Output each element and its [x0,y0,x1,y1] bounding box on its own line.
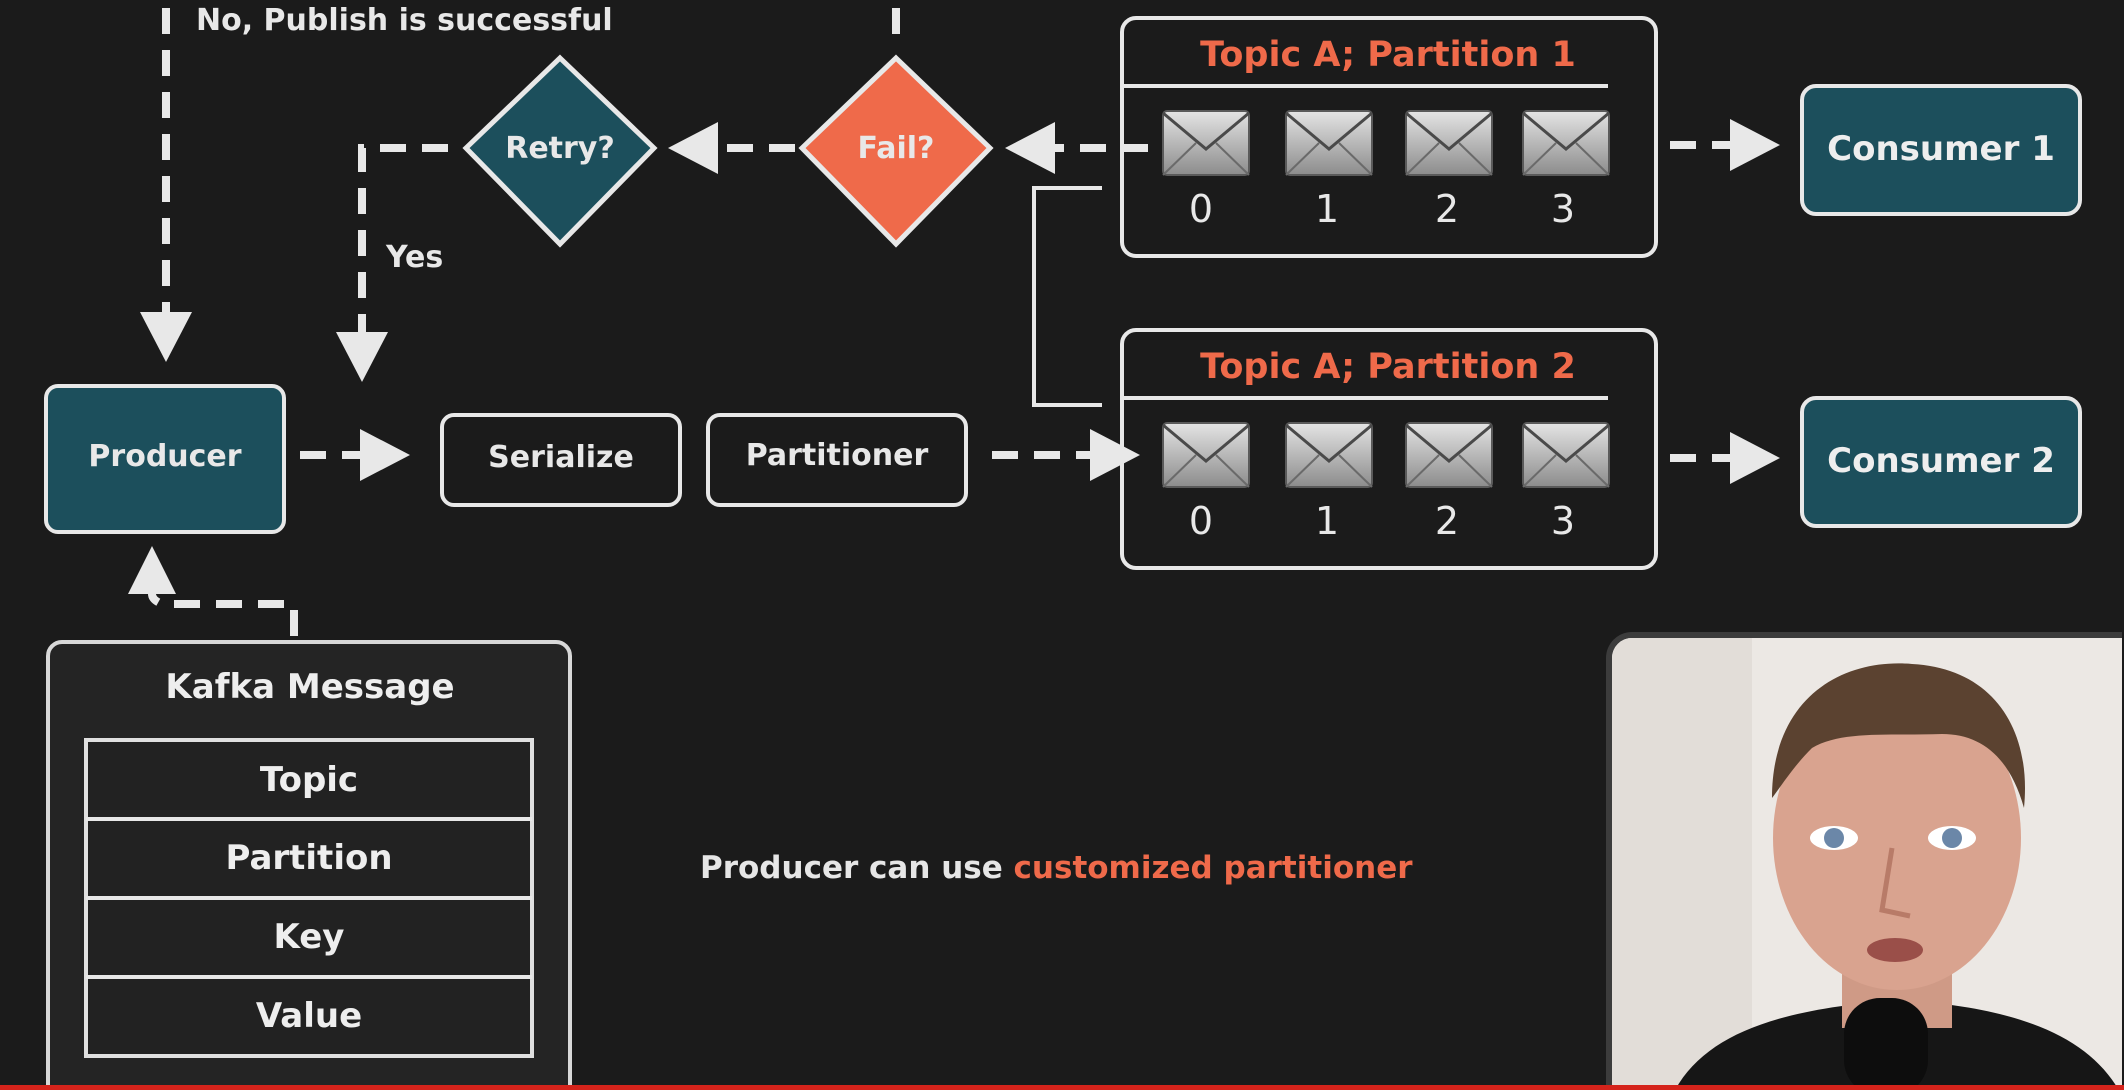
consumer-1-node: Consumer 1 [1800,84,2082,216]
message-field: Key [274,917,345,957]
message-envelope-icon [1404,421,1494,489]
kafka-message-card: Kafka Message Topic Partition Key Value [46,640,572,1090]
video-progress-fill [0,1085,2124,1090]
offset-label: 0 [1189,187,1213,231]
video-progress-bar[interactable] [0,1085,2124,1090]
fail-label: Fail? [858,131,935,166]
retry-label: Retry? [505,131,615,166]
arrow-head [336,332,388,382]
offset-label: 3 [1551,499,1575,543]
message-envelope-icon [1284,421,1374,489]
partitioner-node: Partitioner [706,413,968,507]
offset-label: 3 [1551,187,1575,231]
presenter-image [1612,638,2122,1090]
partition-2-title: Topic A; Partition 2 [1200,347,1576,387]
offset-label: 2 [1435,187,1459,231]
arrow-head [128,546,176,594]
partition-1: Topic A; Partition 1 0 1 2 3 [1120,16,1658,258]
arrow-head [1090,429,1140,481]
fail-decision: Fail? [798,54,994,248]
caption: Producer can use customized partitioner [700,850,1413,886]
presenter-webcam [1606,632,2122,1090]
arrow-message-to-producer [148,593,298,636]
arrow-head [1005,122,1055,174]
caption-highlight: customized partitioner [1014,850,1414,886]
arrow-head [668,122,718,174]
message-envelope-icon [1404,109,1494,177]
retry-decision: Retry? [462,54,658,248]
partition-2: Topic A; Partition 2 0 1 2 3 [1120,328,1658,570]
serialize-label: Serialize [488,440,634,475]
consumer-2-label: Consumer 2 [1827,441,2055,481]
serialize-node: Serialize [440,413,682,507]
message-field: Topic [260,760,358,800]
message-field: Partition [225,838,392,878]
partitioner-label: Partitioner [746,438,929,473]
message-envelope-icon [1161,109,1251,177]
top-note: No, Publish is successful [196,3,613,38]
partition-connector [1032,186,1102,407]
producer-node: Producer [44,384,286,534]
arrow-head [1730,432,1780,484]
yes-label: Yes [385,240,443,275]
offset-label: 2 [1435,499,1459,543]
arrow-head [1730,119,1780,171]
partition-1-title: Topic A; Partition 1 [1200,35,1576,75]
consumer-1-label: Consumer 1 [1827,129,2055,169]
caption-prefix: Producer can use [700,850,1014,886]
arrow-retry-yes-to-producer [358,144,448,332]
arrow-head [360,429,410,481]
message-field: Value [256,996,362,1036]
consumer-2-node: Consumer 2 [1800,396,2082,528]
producer-label: Producer [88,439,241,474]
offset-label: 0 [1189,499,1213,543]
offset-label: 1 [1315,187,1339,231]
arrow-head [140,312,192,362]
message-envelope-icon [1521,109,1611,177]
message-envelope-icon [1284,109,1374,177]
offset-label: 1 [1315,499,1339,543]
kafka-message-title: Kafka Message [165,667,454,707]
message-envelope-icon [1161,421,1251,489]
message-envelope-icon [1521,421,1611,489]
